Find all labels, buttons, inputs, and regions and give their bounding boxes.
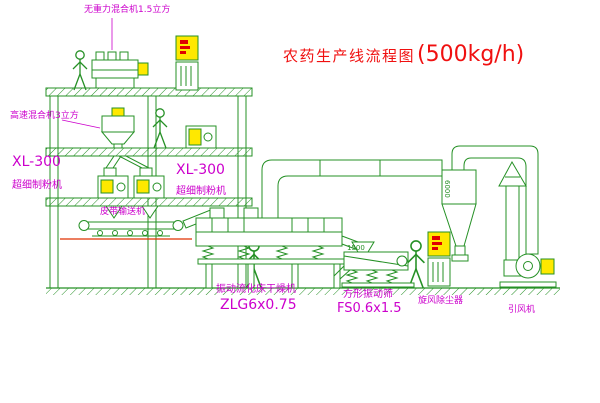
label-screen-model: FS0.6x1.5 (337, 301, 402, 316)
dryer-spring (202, 245, 214, 260)
person-figure-roof (72, 50, 88, 91)
dryer-spring (276, 245, 288, 260)
induced-draft-fan (498, 160, 557, 288)
label-gravity-mixer: 无重力混合机1.5立方 (84, 5, 171, 15)
label-cyclone-name: 旋风除尘器 (418, 296, 464, 306)
duct-flanges (319, 160, 381, 176)
vibrating-screen (333, 241, 415, 288)
dimension-screen-length: 1500 (347, 244, 365, 252)
person-figure-screen (406, 240, 426, 289)
dryer-spring (312, 245, 324, 260)
label-belt-conveyor: 皮带输送机 (100, 207, 146, 217)
title-text: 农药生产线流程图 (283, 47, 416, 65)
gravity-free-mixer (91, 18, 149, 88)
label-dryer-name: 振动流化床干燥机 (216, 284, 296, 295)
ground-line (46, 287, 560, 295)
high-speed-mixer (61, 107, 136, 149)
label-mill-left-name: 超细制粉机 (12, 180, 62, 191)
drawing-title: 农药生产线流程图 (500kg/h) (283, 42, 524, 67)
title-capacity: (500kg/h) (417, 42, 525, 67)
label-mill-left-model: XL-300 (12, 154, 61, 170)
mill-discharge-cones (105, 205, 159, 219)
exhaust-duct (261, 159, 443, 219)
label-high-speed-mixer: 高速混合机3立方 (10, 111, 79, 121)
feeder-unit (185, 125, 217, 149)
screen-spring (366, 269, 378, 284)
fluid-bed-dryer (195, 207, 359, 289)
label-fan-name: 引风机 (508, 305, 536, 315)
control-cabinet-top (175, 35, 199, 91)
label-mill-right-name: 超细制粉机 (176, 186, 226, 197)
y-splitter-chute (105, 155, 150, 169)
screen-spring (386, 269, 398, 284)
control-cabinet-right (427, 231, 451, 287)
label-screen-name: 方形振动筛 (343, 289, 393, 300)
cyclone-collector (441, 169, 477, 262)
dimension-cyclone-height: 6000 (443, 180, 451, 198)
ultrafine-mill-left (97, 167, 129, 199)
label-mill-right-model: XL-300 (176, 162, 225, 178)
label-dryer-model: ZLG6x0.75 (220, 297, 297, 313)
ultrafine-mill-right (133, 167, 165, 199)
